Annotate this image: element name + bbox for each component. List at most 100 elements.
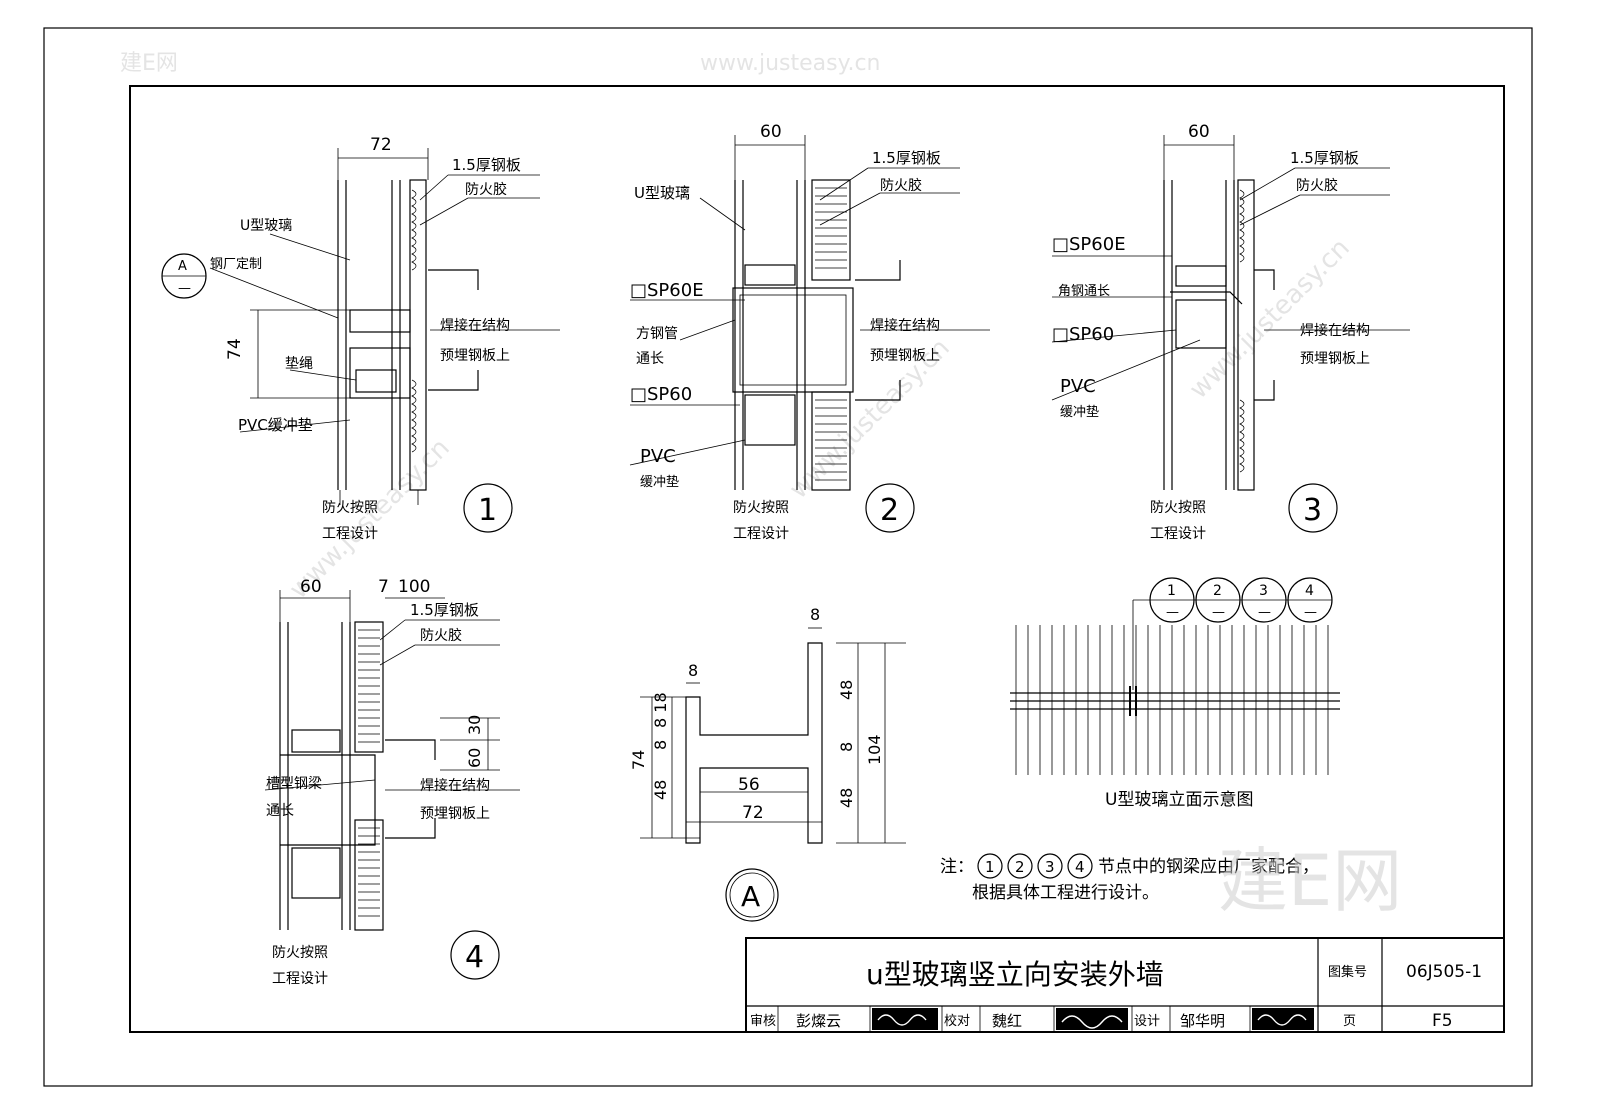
a-label: A	[741, 880, 760, 913]
d1-label-cord: 垫绳	[285, 356, 313, 372]
d2-label-eng-design: 工程设计	[733, 526, 789, 542]
d3-label-fire-glue: 防火胶	[1296, 177, 1338, 194]
note-circled-4: 4	[1075, 858, 1085, 876]
elev-bubble-3-num: 3	[1259, 583, 1268, 599]
elevation-diagram: 1 2 3 4 — — — — U型玻璃立面示意图	[1010, 577, 1340, 810]
watermark-site: www.justeasy.cn	[700, 51, 881, 76]
atlas-number: 06J505-1	[1406, 962, 1482, 982]
note-circled-1: 1	[985, 858, 995, 876]
watermark-site: www.justeasy.cn	[1184, 233, 1356, 405]
d2-label-embed: 预埋钢板上	[870, 348, 940, 364]
d2-label-sp60: □SP60	[630, 384, 692, 405]
d2-label-u-glass: U型玻璃	[634, 184, 690, 202]
d3-label-steel-plate: 1.5厚钢板	[1290, 149, 1359, 167]
a-dim-top-web: 8	[810, 605, 820, 624]
design-label: 设计	[1134, 1014, 1160, 1029]
atlas-label: 图集号	[1328, 964, 1367, 980]
d2-label-weld: 焊接在结构	[870, 317, 940, 334]
d3-label-cushion: 缓冲垫	[1060, 404, 1099, 420]
a-dim-48-left: 48	[651, 780, 670, 800]
note-circled-2: 2	[1015, 858, 1025, 876]
d4-dim-steel: 100	[398, 577, 430, 597]
d4-dim-60: 60	[465, 748, 484, 768]
d4-label-continuous: 通长	[266, 803, 294, 819]
d1-ref-bottom: —	[178, 281, 191, 296]
note-line-2: 根据具体工程进行设计。	[972, 883, 1159, 903]
d1-dim-width: 72	[370, 135, 392, 155]
d2-dim-width: 60	[760, 122, 782, 142]
a-dim-8: 8	[651, 740, 670, 750]
note-circled-3: 3	[1045, 858, 1055, 876]
d1-label-eng-design: 工程设计	[322, 526, 378, 542]
d2-number: 2	[880, 493, 899, 528]
d1-label-fire-glue: 防火胶	[465, 181, 507, 198]
d3-label-fire-per: 防火按照	[1150, 500, 1206, 516]
d4-label-fire-glue: 防火胶	[420, 627, 462, 644]
d4-label-embed: 预埋钢板上	[420, 806, 490, 822]
a-dim-72: 72	[742, 803, 764, 823]
note-prefix: 注：	[940, 857, 974, 877]
d4-label-weld: 焊接在结构	[420, 777, 490, 794]
elev-bubble-2-num: 2	[1213, 583, 1222, 599]
d4-number: 4	[465, 940, 484, 975]
d3-number-circle	[1288, 483, 1338, 533]
designer-name: 邹华明	[1180, 1012, 1225, 1030]
detail-2: 60 1.5厚钢板 防火胶 U型玻璃 □SP60E 方钢管 通长 □SP60 P…	[629, 122, 990, 542]
d4-dim-width: 60	[300, 577, 322, 597]
page-number: F5	[1432, 1011, 1453, 1031]
drawing-title: u型玻璃竖立向安装外墙	[866, 958, 1164, 991]
review-label: 审核	[750, 1014, 776, 1029]
a-dim-48-bottom: 48	[837, 788, 856, 808]
checker-signature	[1056, 1008, 1128, 1030]
a-dim-104: 104	[865, 734, 884, 765]
elev-bubble-3-sub: —	[1258, 605, 1271, 620]
a-dim-48-top: 48	[837, 680, 856, 700]
d1-label-steel-plate: 1.5厚钢板	[452, 156, 521, 174]
d3-label-embed: 预埋钢板上	[1300, 351, 1370, 367]
a-label-circle	[725, 868, 779, 922]
d2-label-fire-per: 防火按照	[733, 500, 789, 516]
checker-name: 魏红	[992, 1012, 1022, 1030]
d1-label-pvc: PVC缓冲垫	[238, 416, 313, 434]
outer-frame	[43, 27, 1533, 1087]
d4-label-steel-plate: 1.5厚钢板	[410, 601, 479, 619]
elev-bubble-1-num: 1	[1167, 583, 1176, 599]
section-profile	[685, 642, 823, 844]
elev-bubble-4-sub: —	[1304, 605, 1317, 620]
check-label: 校对	[944, 1013, 970, 1029]
d4-label-eng-design: 工程设计	[272, 971, 328, 987]
d2-label-square-tube: 方钢管	[636, 326, 678, 342]
d3-label-sp60e: □SP60E	[1052, 234, 1126, 255]
d3-label-weld: 焊接在结构	[1300, 322, 1370, 339]
d3-label-angle: 角钢通长	[1058, 284, 1110, 299]
detail-4: 60 7 100 30 60 1.5厚钢板 防火胶 槽型钢梁 通长 焊接在结构 …	[264, 577, 520, 987]
d1-number-circle	[463, 483, 513, 533]
d3-dim-width: 60	[1188, 122, 1210, 142]
watermark-logo: 建E网	[120, 51, 178, 76]
d1-label-embed: 预埋钢板上	[440, 348, 510, 364]
d1-label-custom: 钢厂定制	[210, 257, 262, 272]
elev-bubble-4-num: 4	[1305, 583, 1314, 599]
d2-label-fire-glue: 防火胶	[880, 177, 922, 194]
d3-number: 3	[1303, 493, 1322, 528]
d1-ref-top: A	[178, 259, 187, 274]
a-dim-74: 74	[629, 750, 648, 770]
detail-1: 72 74 1.5厚钢板 防火胶 U型玻璃 钢厂定	[161, 135, 560, 542]
reviewer-name: 彭燦云	[796, 1012, 841, 1030]
d3-label-sp60: □SP60	[1052, 324, 1114, 345]
note-line-1: 节点中的钢梁应由厂家配合，	[1098, 857, 1319, 877]
d4-label-channel: 槽型钢梁	[266, 776, 322, 792]
d2-number-circle	[865, 483, 915, 533]
a-dim-56: 56	[738, 775, 760, 795]
detail-a-section: 74 8 18 8 48 8 8 56 72 48 8 48 104 A	[629, 605, 906, 922]
designer-signature	[1252, 1008, 1314, 1030]
a-dim-8-right: 8	[837, 742, 856, 752]
d4-number-circle	[450, 930, 500, 980]
d2-label-pvc: PVC	[640, 446, 676, 467]
d3-label-pvc: PVC	[1060, 376, 1096, 397]
title-block: u型玻璃竖立向安装外墙 图集号 06J505-1 审核 彭燦云 校对 魏红 设计…	[745, 937, 1505, 1033]
d4-label-fire-per: 防火按照	[272, 945, 328, 961]
d4-dim-gap: 7	[378, 577, 389, 597]
d3-label-eng-design: 工程设计	[1150, 526, 1206, 542]
